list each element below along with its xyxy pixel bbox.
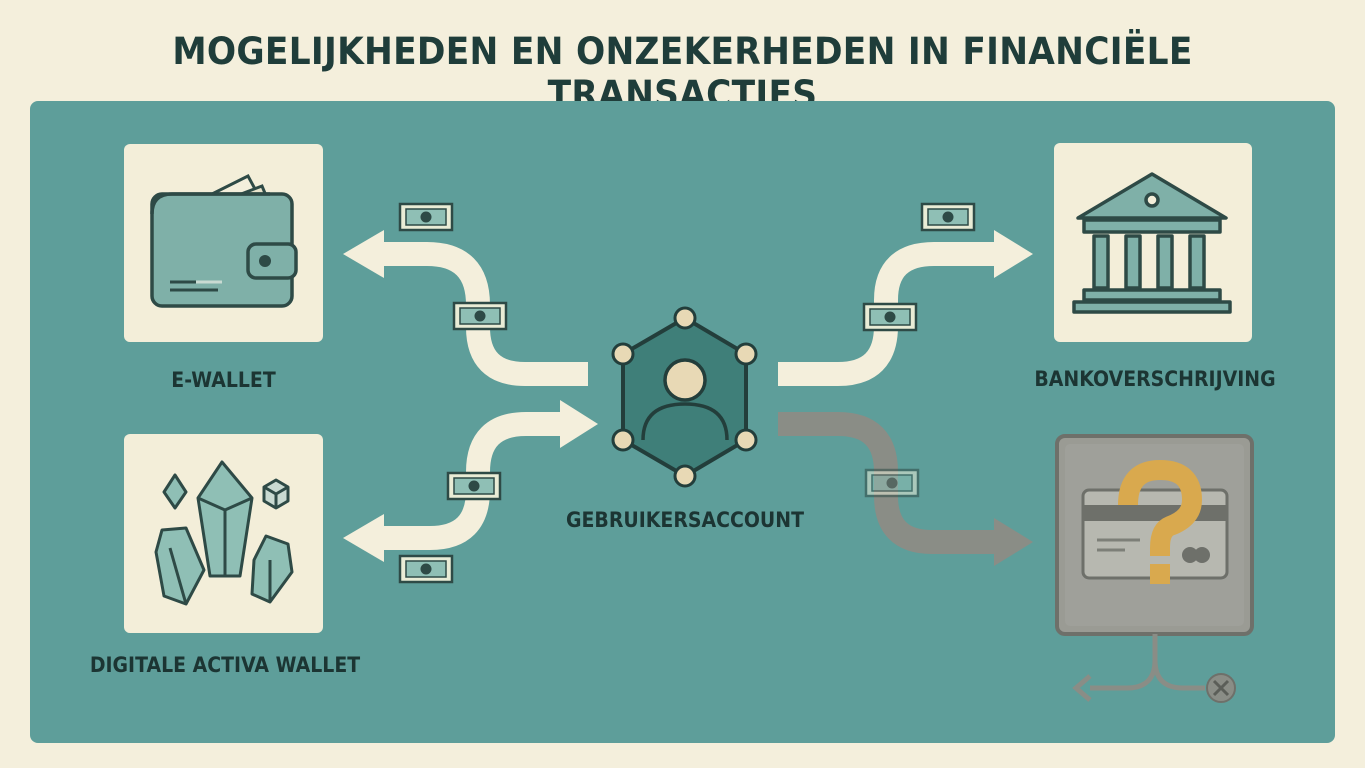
arrow-account-to-bank: [778, 230, 1033, 386]
user-network-icon: [611, 306, 758, 488]
money-bill-icon: [398, 202, 454, 232]
uncertain-card: [1055, 434, 1254, 636]
crystals-icon: [154, 460, 294, 606]
money-bill-icon: [920, 202, 976, 232]
money-bill-icon: [864, 468, 920, 498]
digital-assets-card: [124, 434, 323, 633]
wallet-icon: [150, 174, 298, 308]
page-title: MOGELIJKHEDEN EN ONZEKERHEDEN IN FINANCI…: [172, 30, 1193, 116]
money-bill-icon: [452, 301, 508, 331]
card-question-icon: [1081, 459, 1229, 584]
ewallet-card: [124, 144, 323, 342]
money-bill-icon: [398, 554, 454, 584]
close-icon: [1206, 673, 1236, 703]
bank-transfer-label: BANKOVERSCHRIJVING: [1034, 367, 1276, 391]
user-account-label: GEBRUIKERSACCOUNT: [566, 508, 804, 532]
digital-assets-label: DIGITALE ACTIVA WALLET: [89, 653, 361, 677]
bank-card: [1054, 143, 1252, 342]
money-bill-icon: [446, 471, 502, 501]
money-bill-icon: [862, 302, 918, 332]
bank-icon: [1072, 172, 1232, 314]
ewallet-label: E-WALLET: [171, 368, 276, 392]
user-account-node: [611, 306, 758, 488]
uncertain-branch: [1072, 634, 1236, 703]
